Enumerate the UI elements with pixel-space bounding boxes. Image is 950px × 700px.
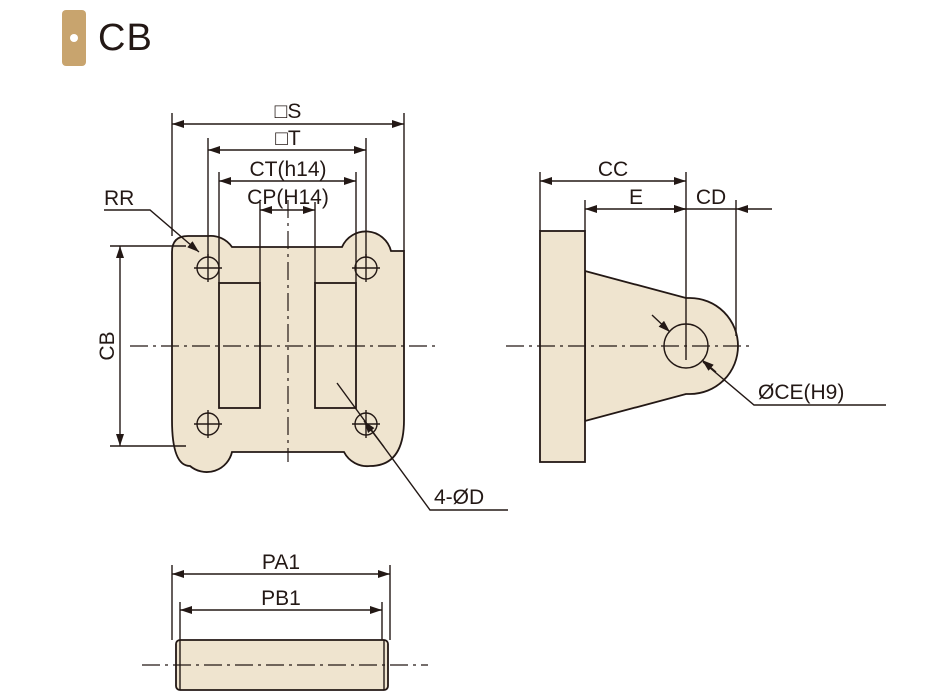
label-d: 4-ØD	[434, 486, 484, 509]
label-cc: CC	[598, 158, 628, 181]
pin-view: PA1 PB1	[142, 551, 428, 691]
ce-leader	[702, 361, 886, 406]
label-ct: CT(h14)	[249, 158, 326, 181]
mounting-hole-bottom-left	[194, 410, 222, 438]
badge-dot	[70, 34, 78, 42]
label-cb: CB	[96, 331, 119, 360]
label-ce: ØCE(H9)	[758, 381, 844, 404]
section-badge-icon	[62, 10, 86, 66]
side-view: CC E CD ØCE(H9)	[506, 158, 886, 463]
label-pb1: PB1	[261, 587, 301, 610]
label-pa1: PA1	[262, 551, 300, 574]
label-e: E	[629, 186, 643, 209]
section-header: CB	[62, 10, 153, 66]
label-s: □S	[275, 100, 302, 123]
label-rr: RR	[104, 187, 134, 210]
label-t: □T	[275, 127, 301, 150]
rr-leader	[104, 209, 200, 253]
label-cp: CP(H14)	[247, 186, 329, 209]
label-cd: CD	[696, 186, 726, 209]
front-view: □S □T CT(h14) CP(H14) RR CB 4-ØD	[96, 100, 508, 511]
section-title: CB	[98, 16, 153, 59]
